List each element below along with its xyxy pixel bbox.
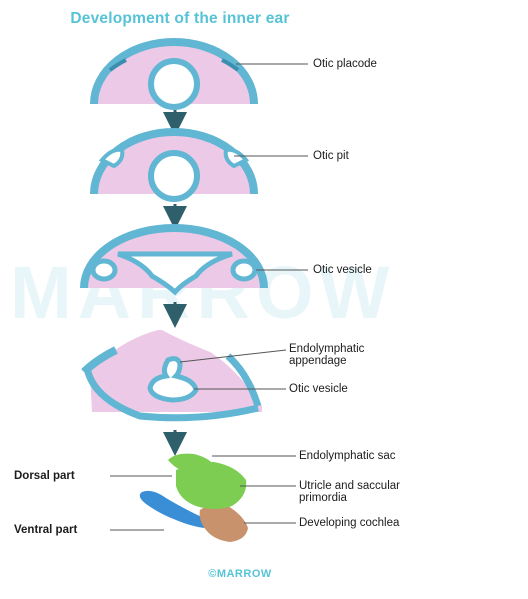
label-dorsal-part: Dorsal part xyxy=(14,470,75,482)
label-endolymphatic-appendage: Endolymphatic appendage xyxy=(289,343,365,367)
leader-endolymphatic-appendage xyxy=(179,349,287,363)
otic-vesicle-left xyxy=(90,258,118,282)
appendage-ectoderm-left xyxy=(81,346,118,375)
neural-tube-3 xyxy=(117,251,233,296)
label-endolymphatic-sac: Endolymphatic sac xyxy=(299,450,396,462)
neural-tube-2 xyxy=(148,150,200,202)
label-otic-vesicle-2: Otic vesicle xyxy=(289,383,348,395)
label-otic-placode: Otic placode xyxy=(313,58,377,70)
stage-otic-placode xyxy=(90,38,308,110)
diagram-title: Development of the inner ear xyxy=(70,10,290,27)
otic-vesicle-ectoderm xyxy=(80,224,268,289)
label-utricle-saccular-primordia: Utricle and saccular primordia xyxy=(299,480,400,504)
appendage-ectoderm-lower xyxy=(84,370,259,422)
neural-tube-1 xyxy=(148,58,200,110)
endolymphatic-sac-shape xyxy=(168,453,214,474)
stage-endolymphatic-appendage xyxy=(81,330,287,422)
label-developing-cochlea: Developing cochlea xyxy=(299,517,400,529)
otic-pit-left xyxy=(98,147,125,169)
otic-placode-ectoderm xyxy=(90,38,258,105)
ventral-blue-part xyxy=(139,490,207,528)
stage-otic-pit xyxy=(90,128,308,202)
developing-cochlea-shape xyxy=(199,503,248,542)
stage-inner-ear-parts xyxy=(110,453,296,542)
otic-placode-thickening-left xyxy=(108,58,127,72)
otic-vesicle-with-appendage xyxy=(147,356,199,403)
otic-pit-right xyxy=(223,147,250,169)
otic-placode-thickening-right xyxy=(221,58,240,72)
stage-otic-vesicle xyxy=(80,224,308,296)
otic-pit-ectoderm xyxy=(90,128,258,195)
otic-vesicle-right xyxy=(230,258,258,282)
copyright-footer: ©MARROW xyxy=(208,568,272,580)
appendage-ectoderm-right xyxy=(225,353,262,408)
label-otic-pit: Otic pit xyxy=(313,150,349,162)
label-otic-vesicle: Otic vesicle xyxy=(313,264,372,276)
label-ventral-part: Ventral part xyxy=(14,524,78,536)
